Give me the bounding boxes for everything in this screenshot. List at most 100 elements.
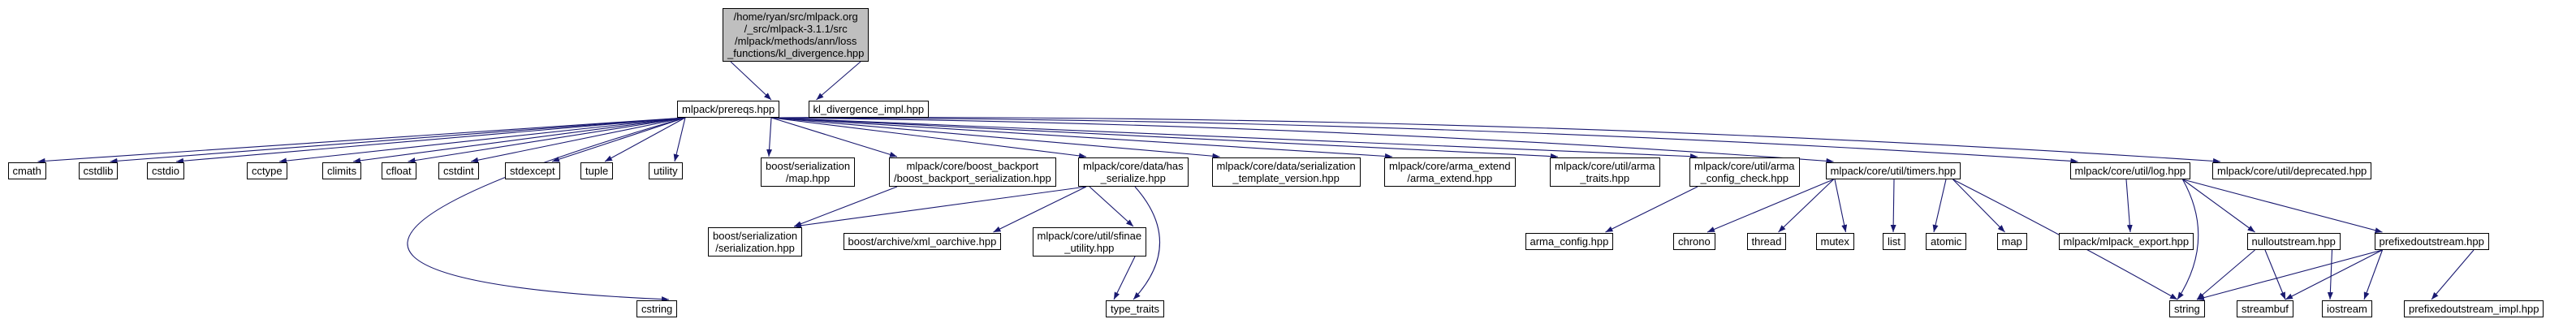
graph-node-list[interactable]: list [1883, 233, 1905, 250]
include-edge-prereqs--backport [770, 117, 898, 157]
graph-node-label: /mlpack/methods/ann/loss [735, 35, 857, 47]
graph-node-label: mlpack/core/data/serialization [1216, 160, 1356, 172]
graph-node-label: arma_config.hpp [1530, 235, 1609, 248]
include-edge-prereqs--ser_tmpl_ver [770, 117, 1220, 159]
graph-node-label: cstdlib [83, 165, 114, 177]
graph-node-cstdlib[interactable]: cstdlib [78, 162, 119, 179]
graph-node-label: /serialization.hpp [715, 242, 795, 254]
graph-node-prereqs[interactable]: mlpack/prereqs.hpp [677, 101, 780, 118]
graph-node-label: /_src/mlpack-3.1.1/src [744, 23, 848, 35]
graph-node-serialization_hpp[interactable]: boost/serialization/serialization.hpp [708, 227, 803, 257]
graph-node-has_serialize[interactable]: mlpack/core/data/has_serialize.hpp [1078, 157, 1189, 187]
include-edge-root--prereqs [730, 61, 772, 101]
graph-node-arma_traits[interactable]: mlpack/core/util/arma_traits.hpp [1550, 157, 1660, 187]
graph-node-xml_oarchive[interactable]: boost/archive/xml_oarchive.hpp [843, 233, 1002, 250]
graph-node-label: mlpack/core/boost_backport [906, 160, 1039, 172]
graph-node-arma_extend[interactable]: mlpack/core/arma_extend/arma_extend.hpp [1384, 157, 1516, 187]
graph-node-cfloat[interactable]: cfloat [381, 162, 416, 179]
graph-node-label: mlpack/core/util/arma [1555, 160, 1655, 172]
graph-node-climits[interactable]: climits [322, 162, 362, 179]
graph-node-label: mlpack/core/util/timers.hpp [1830, 165, 1957, 177]
graph-node-cstring[interactable]: cstring [636, 300, 678, 317]
graph-node-string[interactable]: string [2169, 300, 2205, 317]
include-edge-nulloutstream--string [2196, 249, 2255, 300]
include-edge-nulloutstream--iostream [2327, 249, 2333, 300]
graph-node-ser_tmpl_ver[interactable]: mlpack/core/data/serialization_template_… [1211, 157, 1361, 187]
graph-node-label: _utility.hpp [1064, 242, 1115, 254]
include-edge-prereqs--cstdio [175, 117, 686, 164]
graph-node-backport[interactable]: mlpack/core/boost_backport/boost_backpor… [889, 157, 1056, 187]
graph-node-label: chrono [1678, 235, 1711, 248]
graph-node-prefixedoutstream[interactable]: prefixedoutstream.hpp [2374, 233, 2489, 250]
include-edge-prefixedoutstream--streambuf [2285, 249, 2383, 300]
graph-node-label: _traits.hpp [1580, 172, 1630, 184]
graph-node-label: map [2001, 235, 2022, 248]
graph-node-tuple[interactable]: tuple [580, 162, 614, 179]
graph-node-label: thread [1751, 235, 1782, 248]
graph-node-iostream[interactable]: iostream [2322, 300, 2372, 317]
include-edge-prereqs--cctype [278, 117, 686, 164]
include-edge-prereqs--cstring [407, 117, 686, 303]
include-edge-prereqs--tuple [604, 117, 686, 162]
include-edge-prereqs--cmath [37, 117, 686, 164]
graph-node-prefixedoutstream_impl[interactable]: prefixedoutstream_impl.hpp [2404, 300, 2544, 317]
graph-node-label: string [2174, 303, 2200, 315]
include-edge-log--mlpack_export [2125, 179, 2133, 233]
include-edge-prereqs--has_serialize [770, 117, 1087, 159]
graph-node-mutex[interactable]: mutex [1815, 233, 1854, 250]
graph-node-type_traits[interactable]: type_traits [1106, 300, 1164, 317]
graph-node-label: boost/archive/xml_oarchive.hpp [848, 235, 997, 248]
include-edge-nulloutstream--streambuf [2264, 249, 2286, 300]
include-edge-prereqs--cfloat [408, 117, 686, 164]
include-edge-prereqs--map_hpp [766, 117, 773, 157]
include-edge-log--nulloutstream [2182, 179, 2255, 233]
include-edge-prereqs--arma_extend [770, 117, 1393, 159]
graph-node-deprecated[interactable]: mlpack/core/util/deprecated.hpp [2212, 162, 2372, 179]
graph-node-arma_config_check[interactable]: mlpack/core/util/arma_config_check.hpp [1689, 157, 1800, 187]
graph-node-label: list [1888, 235, 1901, 248]
graph-node-label: utility [654, 165, 678, 177]
graph-node-stdexcept[interactable]: stdexcept [505, 162, 560, 179]
graph-node-label: _functions/kl_divergence.hpp [727, 47, 865, 59]
graph-node-utility[interactable]: utility [649, 162, 683, 179]
graph-node-cctype[interactable]: cctype [247, 162, 287, 179]
graph-node-impl[interactable]: kl_divergence_impl.hpp [808, 101, 930, 118]
graph-node-mlpack_export[interactable]: mlpack/mlpack_export.hpp [2058, 233, 2194, 250]
graph-node-cstdio[interactable]: cstdio [147, 162, 184, 179]
graph-node-cmath[interactable]: cmath [7, 162, 46, 179]
include-edge-prereqs--utility [673, 117, 686, 162]
graph-node-label: prefixedoutstream.hpp [2379, 235, 2484, 248]
include-edge-has_serialize--serialization_hpp [793, 186, 1087, 229]
graph-node-atomic[interactable]: atomic [1926, 233, 1967, 250]
graph-node-thread[interactable]: thread [1746, 233, 1787, 250]
include-edge-log--prefixedoutstream [2182, 179, 2383, 234]
include-edge-root--impl [816, 61, 861, 101]
graph-node-label: climits [327, 165, 357, 177]
graph-node-log[interactable]: mlpack/core/util/log.hpp [2069, 162, 2191, 179]
graph-node-cstdint[interactable]: cstdint [438, 162, 479, 179]
graph-node-label: cfloat [386, 165, 412, 177]
include-edge-prereqs--arma_traits [770, 117, 1559, 160]
graph-node-streambuf[interactable]: streambuf [2237, 300, 2293, 317]
include-edge-arma_config_check--arma_config [1605, 186, 1698, 233]
graph-node-label: type_traits [1111, 303, 1159, 315]
graph-node-arma_config[interactable]: arma_config.hpp [1525, 233, 1614, 250]
include-edge-prereqs--stdexcept [551, 117, 686, 162]
graph-node-chrono[interactable]: chrono [1673, 233, 1715, 250]
graph-node-label: mutex [1820, 235, 1849, 248]
include-edge-prereqs--climits [352, 117, 686, 164]
graph-node-label: /map.hpp [785, 172, 831, 184]
graph-node-map[interactable]: map [1996, 233, 2027, 250]
graph-node-label: mlpack/core/util/arma [1694, 160, 1795, 172]
include-edge-has_serialize--sfinae [1089, 186, 1134, 227]
graph-node-sfinae[interactable]: mlpack/core/util/sfinae_utility.hpp [1032, 227, 1147, 257]
graph-node-nulloutstream[interactable]: nulloutstream.hpp [2246, 233, 2341, 250]
include-edge-sfinae--type_traits [1113, 256, 1136, 300]
graph-node-label: cstring [641, 303, 673, 315]
graph-node-map_hpp[interactable]: boost/serialization/map.hpp [761, 157, 856, 187]
graph-node-timers[interactable]: mlpack/core/util/timers.hpp [1825, 162, 1961, 179]
include-edge-timers--list [1890, 179, 1896, 233]
include-edge-prereqs--cstdint [470, 117, 686, 163]
include-edge-backport--serialization_hpp [793, 186, 898, 227]
